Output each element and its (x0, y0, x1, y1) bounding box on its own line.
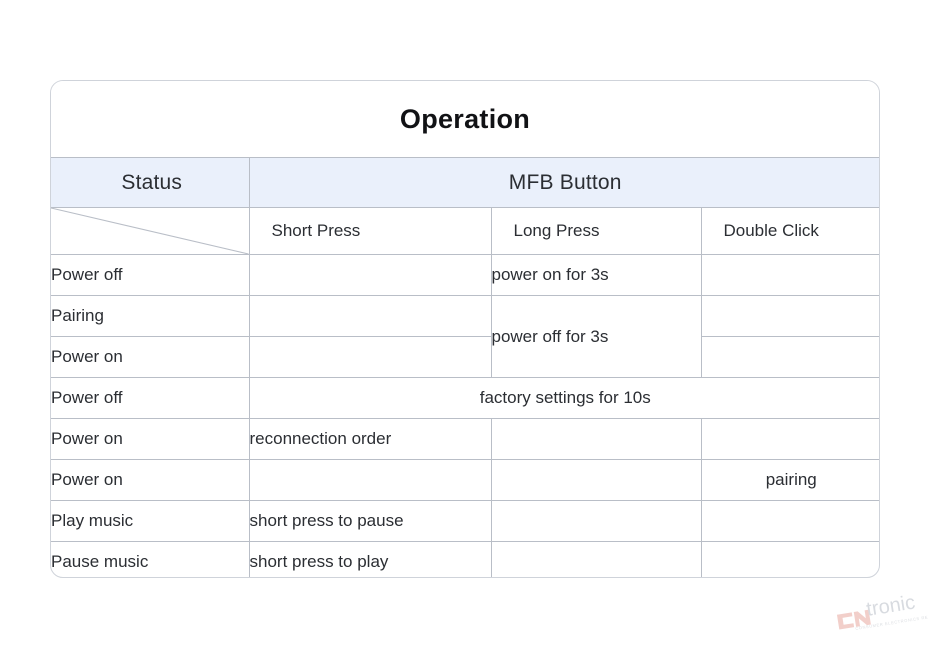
operation-card: Operation Status MFB Button (50, 80, 880, 578)
row-short-press (248, 336, 492, 378)
corner-diagonal-cell (51, 207, 250, 255)
row-short-press: short press to play (248, 541, 492, 577)
row-long-press (490, 500, 702, 542)
diagonal-slash-icon (51, 208, 249, 254)
subheader-double-click: Double Click (700, 207, 879, 255)
table-row: Power off factory settings for 10s (51, 377, 879, 419)
table-row: Power off power on for 3s (51, 254, 879, 296)
row-long-press (490, 541, 702, 577)
row-short-press (248, 254, 492, 296)
row-double-click (700, 500, 879, 542)
row-short-press (248, 295, 492, 337)
table-row: Power on pairing (51, 459, 879, 501)
table-row: Power on reconnection order (51, 418, 879, 460)
row-double-click (700, 295, 879, 337)
row-double-click (700, 254, 879, 296)
row-long-press (490, 459, 702, 501)
operation-table: Status MFB Button Short Press Long Press… (51, 157, 879, 577)
table-subheader-row: Short Press Long Press Double Click (51, 207, 879, 255)
header-status: Status (51, 157, 250, 208)
subheader-short-press: Short Press (248, 207, 492, 255)
row-short-press: short press to pause (248, 500, 492, 542)
row-status: Play music (51, 500, 250, 542)
row-double-click (700, 336, 879, 378)
row-status: Power on (51, 459, 250, 501)
header-mfb-button: MFB Button (248, 157, 879, 208)
row-double-click: pairing (700, 459, 879, 501)
row-double-click (700, 418, 879, 460)
table-row: Pairing power off for 3s (51, 295, 879, 378)
row-status: Power off (51, 254, 250, 296)
row-status: Power on (51, 418, 250, 460)
row-long-press: power on for 3s (490, 254, 702, 296)
page-title: Operation (399, 103, 531, 134)
row-short-press (248, 459, 492, 501)
table-row: Pause music short press to play (51, 541, 879, 577)
row-merged-all-columns: factory settings for 10s (248, 377, 879, 419)
svg-text:CONSUMER ELECTRONICS RETAILER: CONSUMER ELECTRONICS RETAILER (855, 612, 928, 631)
cntronic-logo-icon: tronic CONSUMER ELECTRONICS RETAILER (836, 591, 930, 631)
table-row: Play music short press to pause (51, 500, 879, 542)
row-short-press: reconnection order (248, 418, 492, 460)
cntronic-watermark-logo: tronic CONSUMER ELECTRONICS RETAILER (832, 591, 930, 644)
subheader-long-press: Long Press (490, 207, 702, 255)
table-header-row: Status MFB Button (51, 157, 879, 208)
row-status: Power on (51, 336, 250, 378)
row-double-click (700, 541, 879, 577)
row-status: Power off (51, 377, 250, 419)
row-status: Pause music (51, 541, 250, 577)
svg-text:tronic: tronic (865, 592, 917, 621)
card-title-row: Operation (51, 81, 879, 157)
table-row: Power on (51, 336, 879, 378)
row-status: Pairing (51, 295, 250, 337)
row-long-press (490, 418, 702, 460)
row-long-press-merged: power off for 3s (490, 295, 702, 378)
